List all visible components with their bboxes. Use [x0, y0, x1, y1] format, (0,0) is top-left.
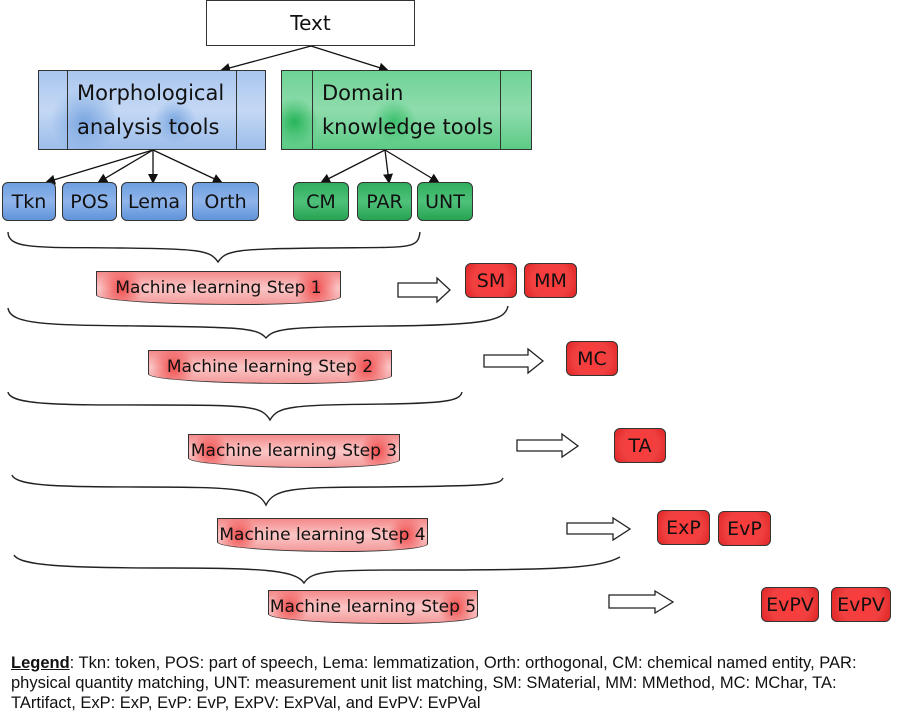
- edge-domain-par: [383, 149, 393, 184]
- morphological-analysis-tools-node: Morphological analysis tools: [38, 70, 266, 150]
- hollow-arrow-step-1: [397, 276, 451, 304]
- edge-domain-cm: [320, 149, 386, 183]
- edge-morph-pos: [97, 149, 154, 184]
- hollow-arrow-step-3: [516, 432, 580, 459]
- legend: Legend: Tkn: token, POS: part of speech,…: [11, 653, 896, 713]
- hollow-arrow-step-2: [483, 347, 545, 375]
- brace-2: [7, 305, 509, 340]
- output-evp: EvP: [718, 511, 771, 546]
- output-mc: MC: [566, 341, 618, 376]
- output-exp: ExP: [657, 510, 710, 545]
- legend-text: : Tkn: token, POS: part of speech, Lema:…: [11, 654, 857, 712]
- chip-par: PAR: [357, 182, 412, 221]
- morph-label-line2: analysis tools: [77, 115, 220, 139]
- morph-label-line1: Morphological: [77, 81, 225, 105]
- output-evpv-2: EvPV: [831, 587, 891, 622]
- ml-step-2: Machine learning Step 2: [148, 350, 392, 384]
- inner-frame: [67, 71, 237, 149]
- brace-5: [13, 554, 621, 585]
- edge-morph-tkn: [45, 149, 154, 185]
- chip-tkn: Tkn: [2, 182, 56, 221]
- edge-text-to-morph: [220, 45, 312, 73]
- diagram-canvas: [7, 45, 675, 615]
- hollow-arrow-step-5: [608, 589, 675, 615]
- chip-pos: POS: [62, 182, 117, 221]
- chip-unt: UNT: [417, 182, 473, 221]
- brace-1: [7, 231, 421, 264]
- output-evpv-1: EvPV: [761, 587, 819, 622]
- domain-label-line2: knowledge tools: [322, 115, 494, 139]
- edge-morph-orth: [152, 149, 223, 184]
- ml-step-4: Machine learning Step 4: [217, 518, 428, 552]
- chip-orth: Orth: [192, 182, 259, 221]
- edge-domain-unt: [384, 149, 440, 184]
- hollow-arrow-step-4: [566, 516, 632, 542]
- inner-frame: [312, 71, 501, 149]
- chip-cm: CM: [293, 182, 349, 221]
- output-sm: SM: [465, 263, 517, 298]
- ml-step-3: Machine learning Step 3: [188, 434, 400, 468]
- ml-step-5: Machine learning Step 5: [268, 590, 478, 624]
- text-root-node: Text: [206, 0, 415, 46]
- domain-label-line1: Domain: [322, 81, 404, 105]
- legend-heading: Legend: [11, 654, 70, 672]
- domain-knowledge-tools-node: Domain knowledge tools: [281, 70, 532, 150]
- output-mm: MM: [524, 263, 577, 298]
- output-ta: TA: [614, 428, 666, 463]
- brace-4: [11, 474, 504, 507]
- edge-text-to-domain: [310, 45, 389, 73]
- ml-step-1: Machine learning Step 1: [96, 271, 341, 305]
- text-root-label: Text: [290, 11, 331, 35]
- chip-lema: Lema: [121, 182, 187, 221]
- brace-3: [7, 391, 463, 422]
